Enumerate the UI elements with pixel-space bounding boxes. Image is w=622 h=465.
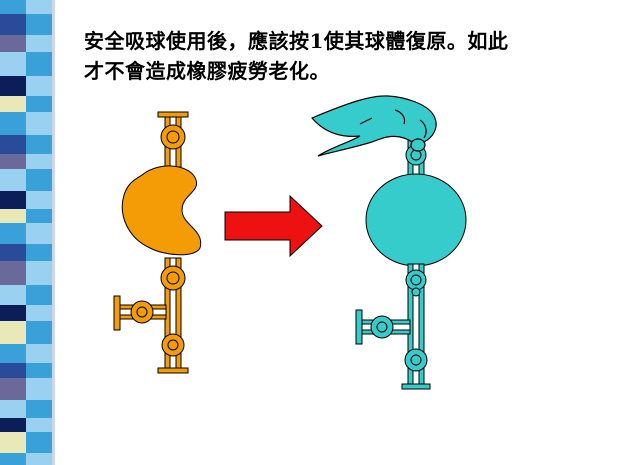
strip-block	[0, 0, 26, 14]
decorative-strip	[0, 0, 78, 465]
strip-block	[26, 321, 52, 344]
strip-block	[0, 135, 26, 154]
strip-block	[0, 400, 26, 418]
strip-block	[0, 169, 26, 191]
strip-block	[26, 344, 52, 363]
strip-block	[26, 244, 52, 261]
strip-block	[0, 223, 26, 244]
strip-block	[26, 363, 52, 378]
strip-block	[0, 52, 26, 76]
arrow-right-icon	[224, 194, 323, 258]
strip-block	[0, 418, 26, 432]
strip-block	[26, 135, 52, 154]
strip-block	[26, 154, 52, 169]
strip-block	[0, 363, 26, 378]
strip-block	[0, 261, 26, 285]
deflated-bulb-assembly	[113, 111, 202, 374]
strip-block	[0, 378, 26, 400]
strip-block	[26, 209, 52, 223]
strip-block	[0, 191, 26, 209]
strip-block	[26, 305, 52, 321]
hand-pressing-icon	[311, 95, 437, 157]
strip-block	[26, 285, 52, 305]
strip-block	[26, 0, 52, 14]
strip-block	[26, 400, 52, 418]
strip-block	[26, 169, 52, 191]
strip-block	[26, 261, 52, 285]
strip-block	[0, 285, 26, 305]
strip-block	[0, 453, 26, 465]
strip-block	[0, 112, 26, 135]
strip-block	[26, 453, 52, 465]
strip-block	[26, 112, 52, 135]
strip-block	[0, 35, 26, 52]
strip-block	[0, 321, 26, 344]
strip-block	[0, 96, 26, 112]
caption-line-1: 安全吸球使用後，應該按1使其球體復原。如此	[84, 29, 509, 53]
strip-block	[0, 14, 26, 35]
strip-block	[0, 305, 26, 321]
strip-block	[26, 191, 52, 209]
strip-block	[26, 223, 52, 244]
strip-block	[26, 52, 52, 76]
strip-block	[26, 35, 52, 52]
strip-block	[0, 76, 26, 96]
strip-block	[26, 14, 52, 35]
inflated-bulb	[365, 173, 467, 267]
strip-block	[26, 378, 52, 400]
caption: 安全吸球使用後，應該按1使其球體復原。如此 才不會造成橡膠疲勞老化。	[84, 26, 609, 86]
deflated-bulb	[121, 165, 202, 256]
strip-block	[0, 209, 26, 223]
strip-block	[26, 76, 52, 96]
inflated-bulb-assembly	[355, 139, 467, 390]
strip-block	[0, 344, 26, 363]
strip-block	[0, 432, 26, 453]
strip-block	[0, 154, 26, 169]
strip-block	[26, 432, 52, 453]
strip-block	[26, 96, 52, 112]
strip-block	[0, 244, 26, 261]
strip-block	[26, 418, 52, 432]
caption-line-2: 才不會造成橡膠疲勞老化。	[84, 59, 330, 83]
